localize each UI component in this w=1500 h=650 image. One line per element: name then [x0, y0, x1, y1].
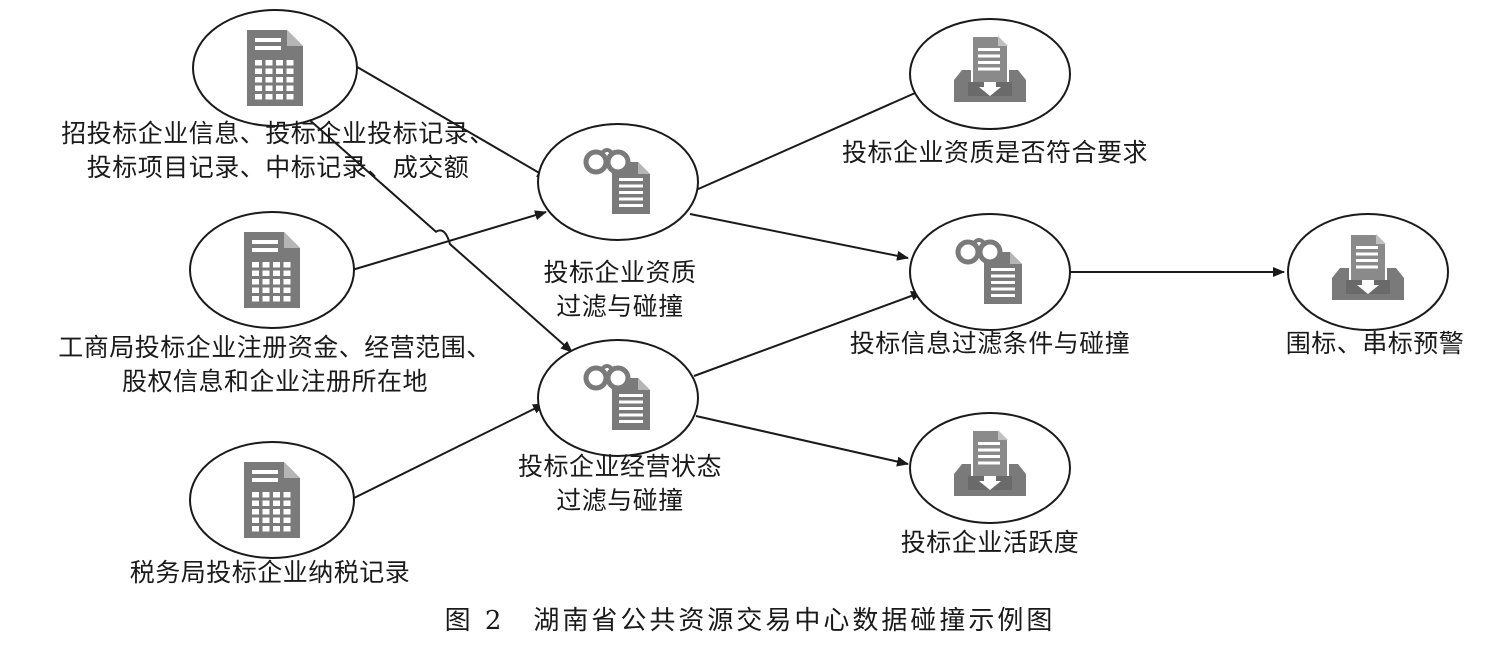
output-node-2 [909, 412, 1071, 524]
output-label-2-line-1: 投标企业活跃度 [900, 528, 1080, 557]
process-label-2-line-1: 投标企业经营状态 [517, 452, 722, 481]
document-tray-icon [1332, 233, 1404, 300]
output-label-3: 围标、串标预警 [1255, 327, 1495, 361]
source-label-2-line-1: 工商局投标企业注册资金、经营范围、 [58, 333, 492, 362]
process-label-1: 投标企业资质 过滤与碰撞 [500, 256, 740, 324]
source-label-2-line-2: 股权信息和企业注册所在地 [121, 367, 428, 396]
source-label-1-line-2: 投标项目记录、中标记录、成交额 [86, 153, 470, 182]
edge-proc1-proc3 [689, 213, 909, 261]
source-label-1-line-1: 招投标企业信息、投标企业投标记录、 [61, 119, 495, 148]
process-node-2 [537, 339, 699, 457]
source-node-1 [192, 9, 358, 127]
output-node-3 [1287, 213, 1449, 331]
edge-src1-proc2 [295, 107, 573, 353]
spreadsheet-document-icon [247, 30, 303, 106]
edge-src2-proc1 [351, 210, 547, 271]
process-label-1-line-1: 投标企业资质 [543, 258, 697, 287]
source-node-3 [189, 441, 355, 559]
output-node-1 [909, 18, 1071, 130]
spreadsheet-document-icon [244, 232, 300, 308]
document-tray-icon [954, 429, 1026, 496]
source-label-2: 工商局投标企业注册资金、经营范围、 股权信息和企业注册所在地 [40, 331, 510, 399]
figure-caption: 图 2 湖南省公共资源交易中心数据碰撞示例图 [444, 606, 1056, 636]
edge-proc2-proc3 [693, 291, 923, 377]
source-label-3: 税务局投标企业纳税记录 [100, 556, 440, 590]
process-label-1-line-2: 过滤与碰撞 [556, 292, 684, 321]
process-label-3-line-1: 投标信息过滤条件与碰撞 [849, 329, 1131, 358]
output-label-1-line-1: 投标企业资质是否符合要求 [841, 138, 1148, 167]
process-label-3: 投标信息过滤条件与碰撞 [820, 327, 1160, 361]
output-label-2: 投标企业活跃度 [870, 526, 1110, 560]
spreadsheet-document-icon [244, 462, 300, 538]
edge-src1-proc1 [351, 63, 549, 179]
glasses-document-icon [583, 364, 650, 430]
source-node-2 [189, 211, 355, 329]
output-label-3-line-1: 围标、串标预警 [1285, 329, 1465, 358]
edges-layer [295, 63, 1285, 501]
glasses-document-icon [955, 238, 1022, 304]
nodes-layer [189, 9, 1449, 559]
document-tray-icon [954, 35, 1026, 102]
edge-proc2-out2 [695, 415, 909, 467]
source-label-1: 招投标企业信息、投标企业投标记录、 投标项目记录、中标记录、成交额 [48, 117, 508, 185]
process-label-2: 投标企业经营状态 过滤与碰撞 [490, 450, 750, 518]
process-label-2-line-2: 过滤与碰撞 [556, 486, 684, 515]
process-node-3 [909, 213, 1071, 331]
output-label-1: 投标企业资质是否符合要求 [810, 136, 1180, 170]
edge-src3-proc2 [349, 403, 545, 501]
process-node-1 [537, 123, 699, 241]
glasses-document-icon [583, 148, 650, 214]
edge-proc1-out1 [695, 81, 941, 191]
source-label-3-line-1: 税务局投标企业纳税记录 [129, 558, 411, 587]
